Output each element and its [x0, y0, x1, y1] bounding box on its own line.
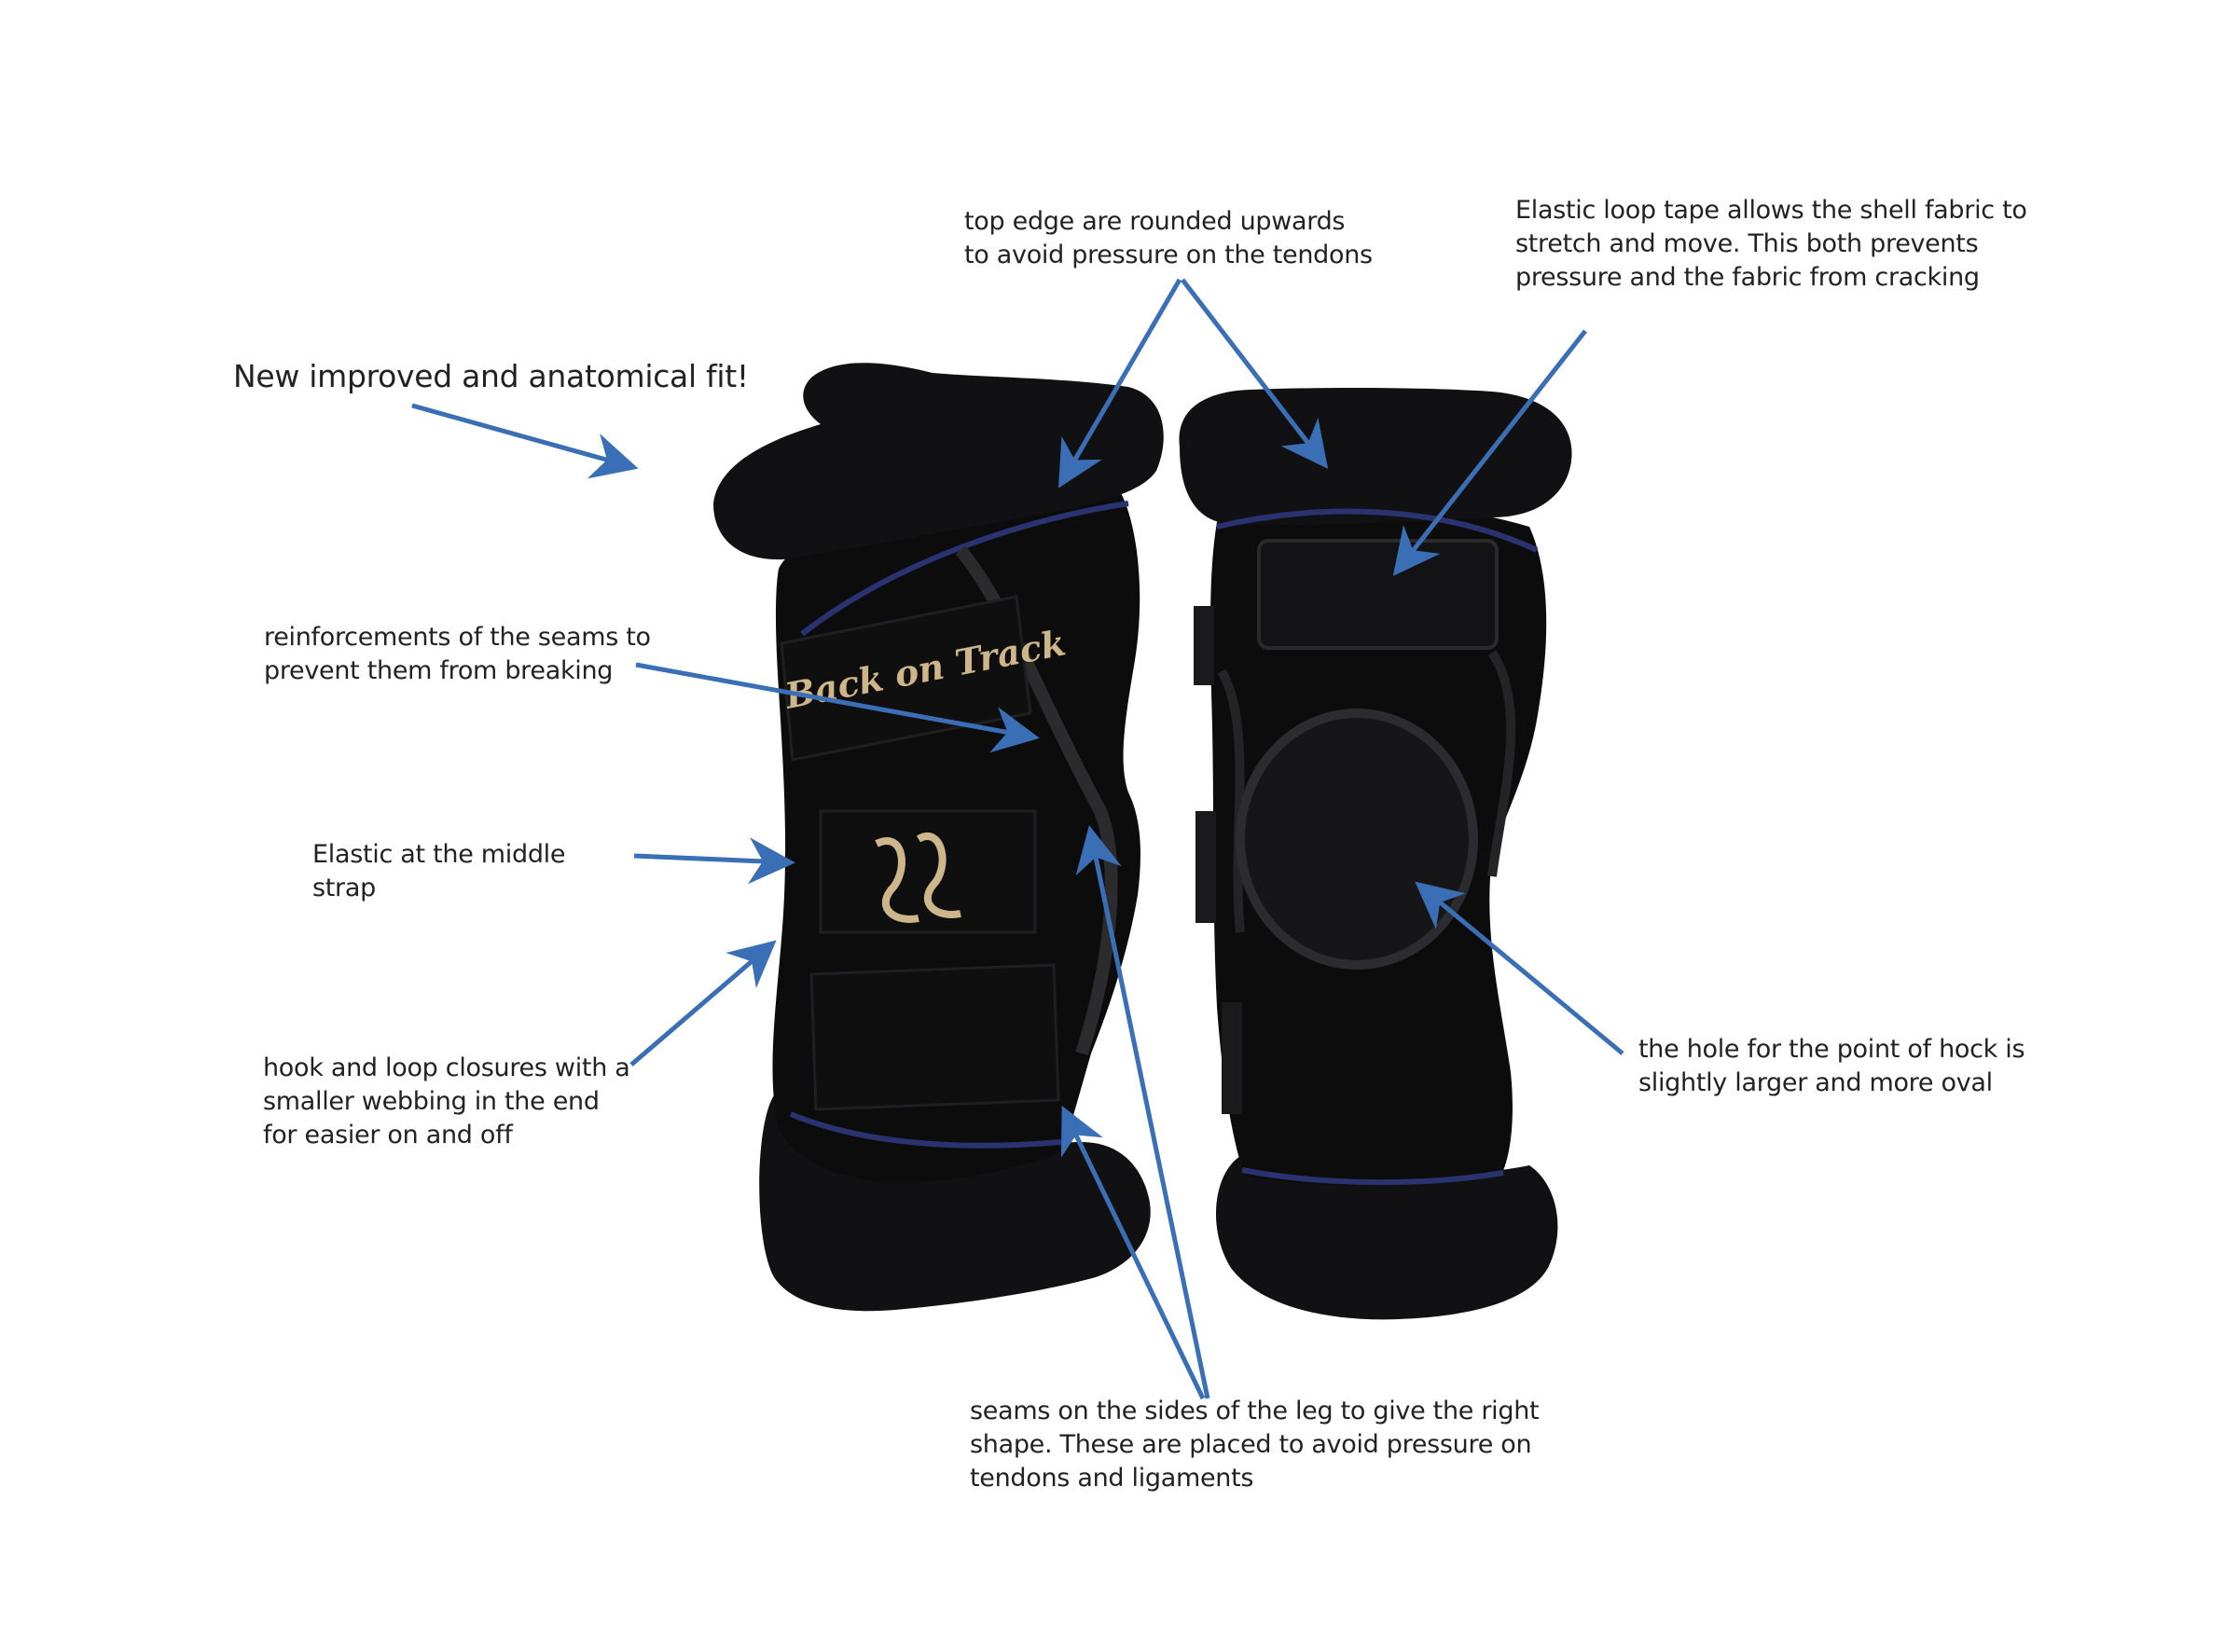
arrow-top-edge-left — [1057, 278, 1182, 489]
arrow-reinforcements — [635, 662, 1040, 753]
arrow-hock-hole — [1415, 881, 1624, 1055]
right-boot-seam-left — [1217, 668, 1245, 933]
arrow-elastic-tape — [1392, 329, 1587, 576]
callout-hook-loop: hook and loop closures with a smaller we… — [263, 1053, 630, 1150]
left-boot-middle-strap — [819, 809, 1037, 934]
callout-seams: seams on the sides of the leg to give th… — [970, 1397, 1540, 1493]
callout-middle-strap: Elastic at the middle strap — [312, 840, 566, 902]
elastic-loop-tape-panel — [1257, 539, 1499, 650]
annotation-arrows — [411, 278, 1624, 1400]
right-boot-side-tab-2 — [1195, 811, 1216, 923]
right-boot-top-padding — [1179, 387, 1572, 525]
left-boot-top-padding — [713, 363, 1164, 560]
right-boot-bottom-piping — [1241, 1167, 1504, 1186]
callout-anatomical-fit: New improved and anatomical fit! — [233, 358, 749, 394]
arrow-top-edge-right — [1181, 278, 1329, 469]
left-boot-bottom-piping — [789, 1111, 1062, 1149]
left-boot-top-piping — [800, 501, 1129, 637]
point-of-hock-hole — [1236, 709, 1478, 970]
right-hock-boot — [1179, 387, 1572, 1320]
double-curve-logo-icon — [875, 833, 961, 923]
left-boot-lower-strap — [809, 963, 1060, 1111]
callout-elastic-loop-tape: Elastic loop tape allows the shell fabri… — [1515, 196, 2027, 292]
right-boot-seam-right — [1487, 650, 1516, 877]
callout-reinforcements: reinforcements of the seams to prevent t… — [264, 623, 651, 685]
right-boot-side-tab-3 — [1222, 1002, 1242, 1114]
arrow-seams-lower — [1060, 1105, 1206, 1400]
right-boot-side-tab-1 — [1194, 606, 1214, 685]
right-boot-top-piping — [1216, 508, 1539, 553]
arrow-hook-loop — [629, 940, 777, 1067]
callout-top-edge: top edge are rounded upwards to avoid pr… — [964, 207, 1373, 269]
arrow-middle-strap — [633, 837, 795, 885]
arrow-fit — [411, 403, 639, 479]
left-hock-boot: Back on Track — [713, 363, 1164, 1312]
right-boot-bottom-padding — [1215, 1156, 1558, 1320]
arrow-seams-upper — [1075, 825, 1210, 1399]
callout-hock-hole: the hole for the point of hock is slight… — [1638, 1035, 2025, 1097]
